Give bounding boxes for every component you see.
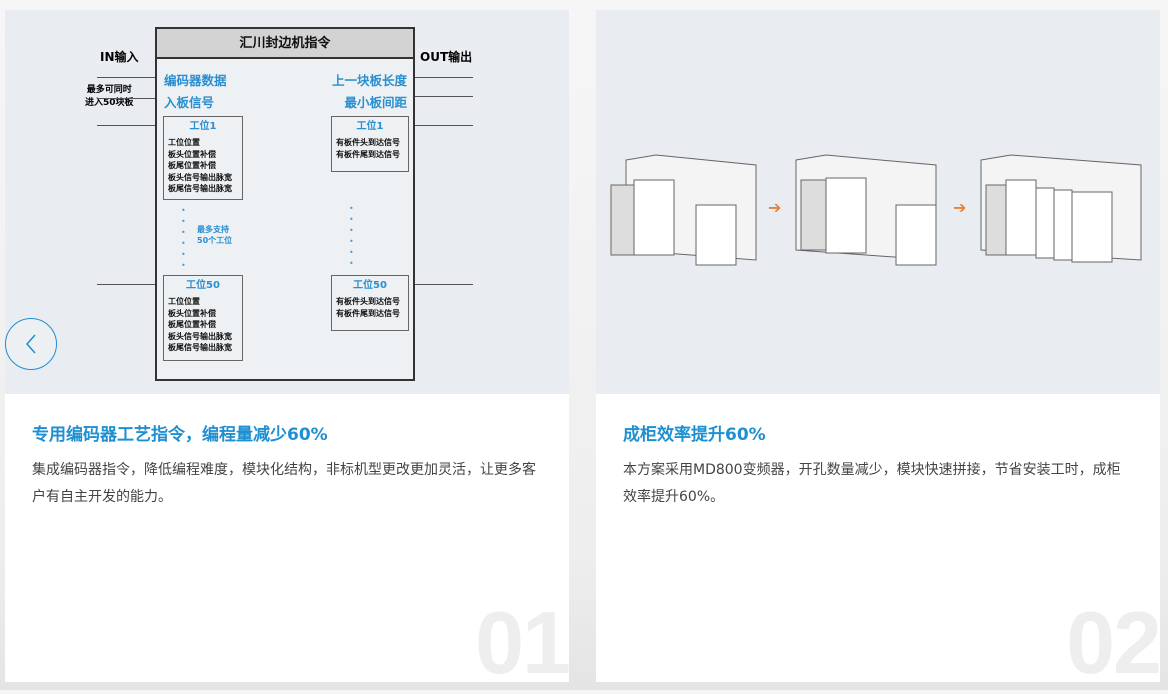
- cabinet-illustration: ➔ ➔: [596, 10, 1160, 394]
- chevron-left-icon: [25, 334, 36, 354]
- in-note-line: 最多可同时: [86, 85, 132, 95]
- station-item: 板头位置补偿: [168, 308, 216, 318]
- station-item: 板尾信号输出脉宽: [168, 343, 232, 352]
- card-description: 本方案采用MD800变频器，开孔数量减少，模块快速拼接，节省安装工时，成柜效率提…: [623, 462, 1121, 505]
- card-title: 成柜效率提升60%: [623, 425, 766, 445]
- ellipsis-dots: ••••••: [181, 206, 186, 270]
- station-label: 工位1: [356, 121, 384, 132]
- card-number: 01: [475, 593, 571, 692]
- out-station-50: 工位50 有板件头到达信号 有板件尾到达信号: [331, 275, 409, 331]
- station-item: 有板件头到达信号: [336, 138, 400, 147]
- card-description: 集成编码器指令，降低编程难度，模块化结构，非标机型更改更加灵活，让更多客户有自主…: [32, 462, 536, 505]
- in-note-line: 进入50块板: [85, 98, 134, 108]
- in-note: 最多可同时进入50块板: [85, 84, 134, 110]
- card-number: 02: [1066, 593, 1162, 692]
- instruction-block: 汇川封边机指令 编码器数据 入板信号 上一块板长度 最小板间距 工位1 工位位置…: [155, 27, 415, 381]
- arrow-right-icon: ➔: [953, 198, 966, 217]
- in-station-50: 工位50 工位位置 板头位置补偿 板尾位置补偿 板头信号输出脉宽 板尾信号输出脉…: [163, 275, 243, 361]
- station-item: 板尾信号输出脉宽: [168, 184, 232, 193]
- station-item: 有板件尾到达信号: [336, 149, 400, 159]
- instruction-header: 汇川封边机指令: [157, 29, 413, 59]
- station-item: 板头信号输出脉宽: [168, 331, 232, 341]
- out-signal: 上一块板长度: [331, 73, 407, 88]
- support-note-line: 最多支持: [197, 225, 229, 234]
- assembly-stage-3: [980, 154, 1142, 263]
- station-item: 板头信号输出脉宽: [168, 172, 232, 182]
- ellipsis-dots: ••••••: [349, 204, 354, 268]
- feature-card-1: IN输入 OUT输出 最多可同时进入50块板 汇川封边机指令 编码器数据 入板信…: [5, 10, 571, 692]
- station-item: 板尾位置补偿: [168, 320, 216, 329]
- out-label: OUT输出: [420, 50, 473, 64]
- station-label: 工位1: [189, 121, 217, 132]
- support-note-line: 50个工位: [197, 236, 233, 245]
- out-station-1: 工位1 有板件头到达信号 有板件尾到达信号: [331, 116, 409, 172]
- carousel-prev-button[interactable]: [5, 318, 57, 370]
- support-note: 最多支持 50个工位: [197, 224, 232, 246]
- station-item: 有板件头到达信号: [336, 297, 400, 306]
- station-label: 工位50: [186, 280, 220, 291]
- station-item: 板头位置补偿: [168, 149, 216, 159]
- station-item: 板尾位置补偿: [168, 161, 216, 170]
- station-label: 工位50: [353, 280, 387, 291]
- station-item: 工位位置: [168, 297, 200, 306]
- in-label: IN输入: [100, 50, 139, 64]
- feature-card-2: ➔ ➔ 成柜效率提升60% 本方案采用MD800变频器，开孔数量减少，模块快速拼…: [596, 10, 1162, 692]
- assembly-stage-1: [610, 154, 757, 266]
- assembly-stage-2: [795, 154, 937, 266]
- in-signal: 编码器数据: [164, 73, 227, 88]
- instruction-diagram: IN输入 OUT输出 最多可同时进入50块板 汇川封边机指令 编码器数据 入板信…: [5, 10, 569, 394]
- station-item: 工位位置: [168, 138, 200, 147]
- card-title: 专用编码器工艺指令，编程量减少60%: [32, 425, 328, 445]
- out-signal: 最小板间距: [344, 95, 407, 110]
- arrow-right-icon: ➔: [768, 198, 781, 217]
- in-signal: 入板信号: [164, 95, 215, 110]
- station-item: 有板件尾到达信号: [336, 308, 400, 318]
- cabinet-assembly-diagram: ➔ ➔: [610, 154, 1142, 266]
- in-station-1: 工位1 工位位置 板头位置补偿 板尾位置补偿 板头信号输出脉宽 板尾信号输出脉宽: [163, 116, 243, 200]
